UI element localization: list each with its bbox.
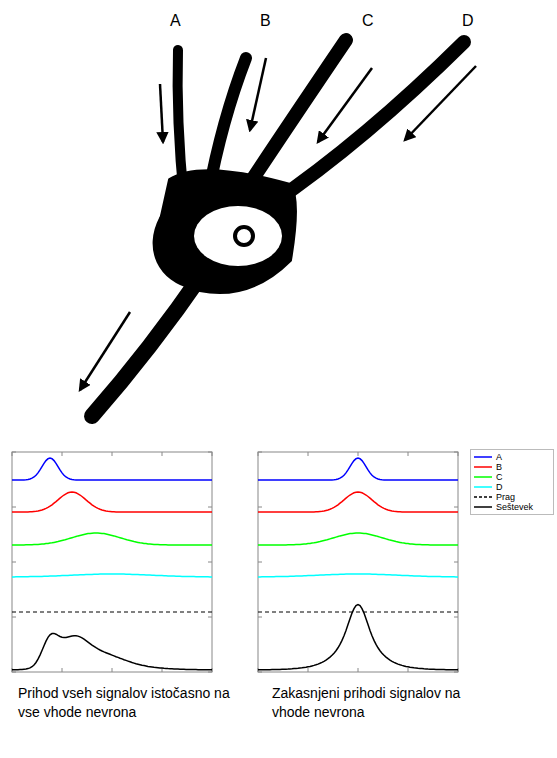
axis-tick [112, 452, 113, 456]
input-label: C [362, 12, 374, 30]
axis-tick [454, 672, 458, 673]
chart-frame [258, 452, 458, 672]
nucleolus [235, 227, 253, 245]
axis-tick [408, 452, 409, 456]
legend: ABCDPragSeštevek [470, 449, 554, 515]
sum-curve [12, 633, 212, 669]
signal-curve [258, 574, 458, 577]
axis-tick [454, 507, 458, 508]
axis-tick [208, 672, 212, 673]
signal-curve [258, 533, 458, 545]
legend-row: A [473, 452, 551, 462]
axis-tick [62, 668, 63, 672]
axis-tick [308, 668, 309, 672]
legend-row: B [473, 462, 551, 472]
axis-tick [258, 452, 262, 453]
input-label: B [260, 12, 271, 30]
axis-tick [408, 668, 409, 672]
axis-tick [12, 452, 13, 456]
input-label: A [170, 12, 181, 30]
axis-tick [358, 668, 359, 672]
legend-text: A [496, 452, 502, 462]
axis-tick [454, 617, 458, 618]
legend-swatch [473, 493, 493, 501]
legend-row: D [473, 482, 551, 492]
legend-swatch [473, 473, 493, 481]
signal-curve [258, 492, 458, 512]
axis-tick [162, 452, 163, 456]
chart-caption: Prihod vseh signalov istočasno na vse vh… [18, 684, 233, 722]
chart-caption: Zakasnjeni prihodi signalov na vhode nev… [272, 684, 467, 722]
axis-tick [258, 672, 262, 673]
legend-row: Prag [473, 492, 551, 502]
axis-tick [258, 452, 259, 456]
axis-tick [308, 452, 309, 456]
legend-swatch [473, 463, 493, 471]
axis-tick [208, 562, 212, 563]
axis-tick [12, 507, 16, 508]
legend-swatch [473, 453, 493, 461]
axis-tick [258, 562, 262, 563]
legend-swatch [473, 483, 493, 491]
axis-tick [112, 668, 113, 672]
legend-row: Seštevek [473, 502, 551, 512]
axis-tick [12, 562, 16, 563]
axis-tick [208, 507, 212, 508]
axis-tick [358, 452, 359, 456]
axis-tick [12, 672, 16, 673]
legend-text: D [496, 482, 503, 492]
legend-text: B [496, 462, 502, 472]
axis-tick [12, 617, 16, 618]
signal-arrows [80, 58, 476, 390]
signal-curve [12, 492, 212, 512]
signal-curve [12, 574, 212, 577]
legend-text: Seštevek [496, 502, 533, 512]
nucleus [194, 206, 282, 266]
signal-curve [258, 458, 458, 480]
axis-tick [258, 617, 262, 618]
axis-tick [212, 452, 213, 456]
chart-frame [12, 452, 212, 672]
sum-curve [258, 605, 458, 670]
neuron [92, 40, 464, 416]
legend-row: C [473, 472, 551, 482]
legend-swatch [473, 503, 493, 511]
input-label: D [462, 12, 474, 30]
axis-tick [208, 452, 212, 453]
signal-curve [12, 533, 212, 545]
threshold-line [258, 612, 458, 613]
signal-curve [12, 458, 212, 480]
axis-tick [454, 562, 458, 563]
axis-tick [454, 452, 458, 453]
axis-tick [12, 452, 16, 453]
legend-text: C [496, 472, 503, 482]
axis-tick [258, 507, 262, 508]
axis-tick [208, 617, 212, 618]
threshold-line [12, 612, 212, 613]
axis-tick [62, 452, 63, 456]
axis-tick [458, 452, 459, 456]
legend-text: Prag [496, 492, 515, 502]
